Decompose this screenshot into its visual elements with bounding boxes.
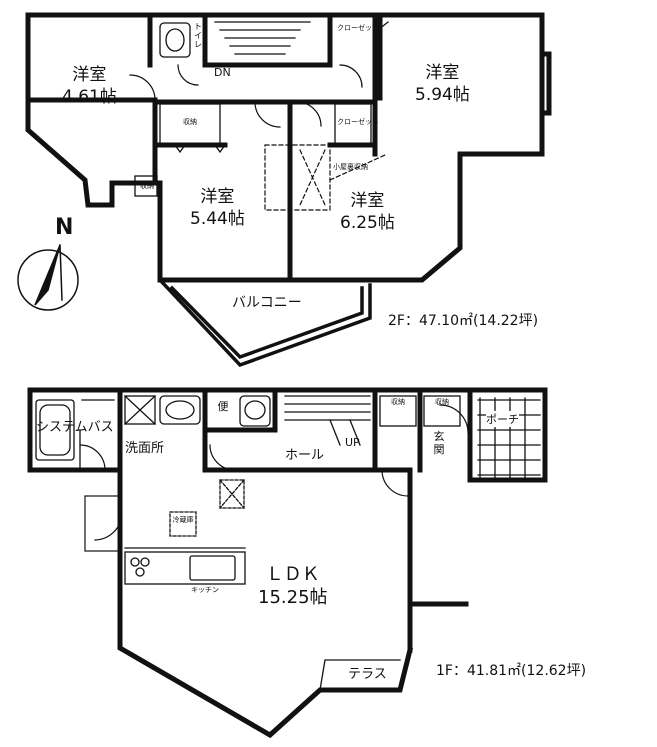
first-floor-doors [79,404,469,541]
kitchen-label: キッチン [191,586,219,594]
room-se-label: 洋室 6.25帖 [340,190,395,234]
compass [17,244,79,311]
first-floor-fixtures [35,395,541,691]
shoebox-2-label: 収納 [435,398,449,406]
attic-storage-label: 小屋裏収納 [333,163,368,171]
closet-b-label: クローゼット [337,118,379,126]
bath-label: システムバス [36,420,114,435]
second-floor-fixtures [134,21,389,197]
first-floor-west-box [84,495,121,552]
room-nw-size: 4.61帖 [62,87,117,107]
hall-label: ホール [285,448,325,463]
stair-up-label: UP [345,436,360,449]
balcony-label: バルコニー [232,295,302,311]
balcony-outline [157,277,372,368]
first-floor-walls [27,387,548,739]
room-ne-label: 洋室 5.94帖 [415,62,470,106]
storage-2f-1-label: 収納 [183,118,197,126]
room-se-name: 洋室 [350,191,385,211]
floor1-area-label: 1F：41.81㎡(12.62坪) [436,663,587,679]
room-sw-size: 5.44帖 [190,209,245,229]
floor2-area-label: 2F：47.10㎡(14.22坪) [388,313,539,329]
ldk-size: 15.25帖 [258,587,328,608]
ldk-label: ＬＤＫ 15.25帖 [258,563,328,609]
room-ne-size: 5.94帖 [415,85,470,105]
room-nw-label: 洋室 4.61帖 [62,64,117,108]
second-floor-walls [25,12,552,283]
room-ne-name: 洋室 [425,63,460,83]
fridge-label: 冷蔵庫 [172,516,194,524]
stair-down-label: DN [214,66,231,79]
porch-label: ポーチ [486,411,519,427]
room-nw-name: 洋室 [72,65,107,85]
room-sw-label: 洋室 5.44帖 [190,186,245,230]
room-se-size: 6.25帖 [340,213,395,233]
toilet-2f-label: トイレ [194,22,202,49]
storage-2f-2-label: 収納 [140,182,154,190]
washroom-label: 洗面所 [125,441,165,456]
shoebox-1-label: 収納 [391,398,405,406]
terrace-label: テラス [348,667,387,682]
closet-a-label: クローゼット [337,24,379,32]
ldk-name: ＬＤＫ [265,564,320,585]
compass-north-label: N [55,215,74,240]
entrance-label: 玄関 [433,430,445,456]
toilet-1f-label: 便 [217,400,229,413]
second-floor-doors [129,64,363,128]
room-sw-name: 洋室 [200,187,235,207]
attic-storage-outline [264,144,386,211]
